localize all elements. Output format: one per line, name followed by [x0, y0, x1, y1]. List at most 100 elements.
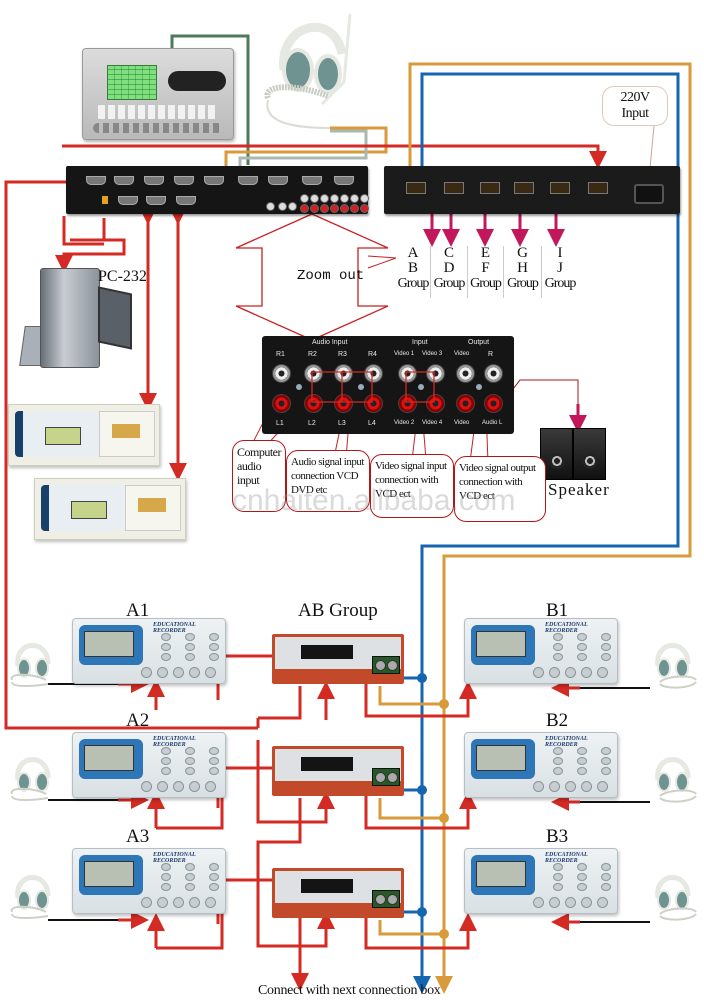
- recorder-button[interactable]: [185, 873, 195, 881]
- recorder-button[interactable]: [553, 633, 563, 641]
- recorder-button[interactable]: [577, 767, 587, 775]
- rca-red-jack[interactable]: [300, 204, 309, 213]
- recorder-button[interactable]: [161, 747, 171, 755]
- recorder-button[interactable]: [185, 633, 195, 641]
- recorder-answer-button[interactable]: [549, 781, 560, 792]
- video-out2-jack[interactable]: [456, 394, 475, 413]
- video3-jack[interactable]: [426, 364, 445, 383]
- rs232-port[interactable]: [118, 196, 138, 205]
- recorder-answer-button[interactable]: [141, 667, 152, 678]
- usb-port[interactable]: [102, 196, 108, 204]
- l2-jack[interactable]: [304, 394, 323, 413]
- vga-port[interactable]: [174, 176, 194, 185]
- recorder-button[interactable]: [209, 643, 219, 651]
- recorder-button[interactable]: [161, 653, 171, 661]
- recorder-button[interactable]: [553, 643, 563, 651]
- recorder-button[interactable]: [553, 883, 563, 891]
- rca-white-jack[interactable]: [310, 194, 319, 203]
- phone-jack[interactable]: [278, 202, 287, 211]
- recorder-answer-button[interactable]: [205, 897, 216, 908]
- power-terminal-block[interactable]: [372, 656, 400, 674]
- recorder-button[interactable]: [209, 653, 219, 661]
- rca-white-jack[interactable]: [360, 194, 369, 203]
- student-port-b[interactable]: [146, 196, 166, 205]
- recorder-button[interactable]: [185, 747, 195, 755]
- recorder-answer-button[interactable]: [205, 667, 216, 678]
- dc-output-terminal-3[interactable]: [480, 182, 500, 194]
- recorder-answer-button[interactable]: [581, 897, 592, 908]
- recorder-button[interactable]: [553, 873, 563, 881]
- recorder-button[interactable]: [601, 863, 611, 871]
- video1-jack[interactable]: [398, 364, 417, 383]
- l4-jack[interactable]: [364, 394, 383, 413]
- recorder-button[interactable]: [161, 883, 171, 891]
- recorder-button[interactable]: [209, 747, 219, 755]
- power-terminal-block[interactable]: [372, 890, 400, 908]
- recorder-button[interactable]: [209, 757, 219, 765]
- vga-port[interactable]: [334, 176, 354, 185]
- recorder-button[interactable]: [209, 633, 219, 641]
- power-terminal-block[interactable]: [372, 768, 400, 786]
- dc-output-terminal-4[interactable]: [514, 182, 534, 194]
- recorder-answer-button[interactable]: [549, 667, 560, 678]
- recorder-button[interactable]: [185, 757, 195, 765]
- recorder-button[interactable]: [553, 757, 563, 765]
- teacher-power-terminal[interactable]: [588, 182, 608, 194]
- dc-output-terminal-1[interactable]: [406, 182, 426, 194]
- recorder-button[interactable]: [601, 747, 611, 755]
- r1-jack[interactable]: [272, 364, 291, 383]
- recorder-button[interactable]: [601, 757, 611, 765]
- aux-jack[interactable]: [288, 202, 297, 211]
- recorder-button[interactable]: [577, 873, 587, 881]
- recorder-button[interactable]: [209, 873, 219, 881]
- recorder-button[interactable]: [601, 643, 611, 651]
- recorder-answer-button[interactable]: [565, 667, 576, 678]
- l3-jack[interactable]: [334, 394, 353, 413]
- recorder-answer-button[interactable]: [581, 781, 592, 792]
- rca-red-jack[interactable]: [310, 204, 319, 213]
- recorder-button[interactable]: [601, 767, 611, 775]
- audio-r-out-jack[interactable]: [484, 364, 503, 383]
- rca-white-jack[interactable]: [320, 194, 329, 203]
- recorder-answer-button[interactable]: [157, 667, 168, 678]
- recorder-button[interactable]: [161, 643, 171, 651]
- r3-jack[interactable]: [334, 364, 353, 383]
- recorder-answer-button[interactable]: [533, 781, 544, 792]
- audio-l-out-jack[interactable]: [484, 394, 503, 413]
- r4-jack[interactable]: [364, 364, 383, 383]
- ribbon-connector[interactable]: [301, 645, 353, 659]
- video4-jack[interactable]: [426, 394, 445, 413]
- recorder-answer-button[interactable]: [597, 897, 608, 908]
- recorder-button[interactable]: [577, 633, 587, 641]
- ac-power-socket[interactable]: [634, 184, 664, 204]
- recorder-button[interactable]: [577, 863, 587, 871]
- recorder-button[interactable]: [577, 883, 587, 891]
- dc-output-terminal-5[interactable]: [550, 182, 570, 194]
- rca-white-jack[interactable]: [350, 194, 359, 203]
- recorder-button[interactable]: [185, 863, 195, 871]
- recorder-answer-button[interactable]: [189, 781, 200, 792]
- vga-port[interactable]: [268, 176, 288, 185]
- rca-red-jack[interactable]: [320, 204, 329, 213]
- recorder-button[interactable]: [185, 883, 195, 891]
- recorder-answer-button[interactable]: [581, 667, 592, 678]
- recorder-answer-button[interactable]: [173, 781, 184, 792]
- recorder-answer-button[interactable]: [565, 897, 576, 908]
- recorder-button[interactable]: [185, 643, 195, 651]
- vga-port[interactable]: [114, 176, 134, 185]
- recorder-button[interactable]: [601, 653, 611, 661]
- recorder-answer-button[interactable]: [533, 667, 544, 678]
- rca-white-jack[interactable]: [330, 194, 339, 203]
- recorder-answer-button[interactable]: [157, 781, 168, 792]
- recorder-button[interactable]: [601, 633, 611, 641]
- student-port-a[interactable]: [176, 196, 196, 205]
- video2-jack[interactable]: [398, 394, 417, 413]
- recorder-answer-button[interactable]: [173, 667, 184, 678]
- dc-output-terminal-2[interactable]: [444, 182, 464, 194]
- recorder-answer-button[interactable]: [597, 781, 608, 792]
- recorder-button[interactable]: [577, 747, 587, 755]
- rca-white-jack[interactable]: [300, 194, 309, 203]
- recorder-answer-button[interactable]: [173, 897, 184, 908]
- vga-port[interactable]: [204, 176, 224, 185]
- recorder-button[interactable]: [601, 873, 611, 881]
